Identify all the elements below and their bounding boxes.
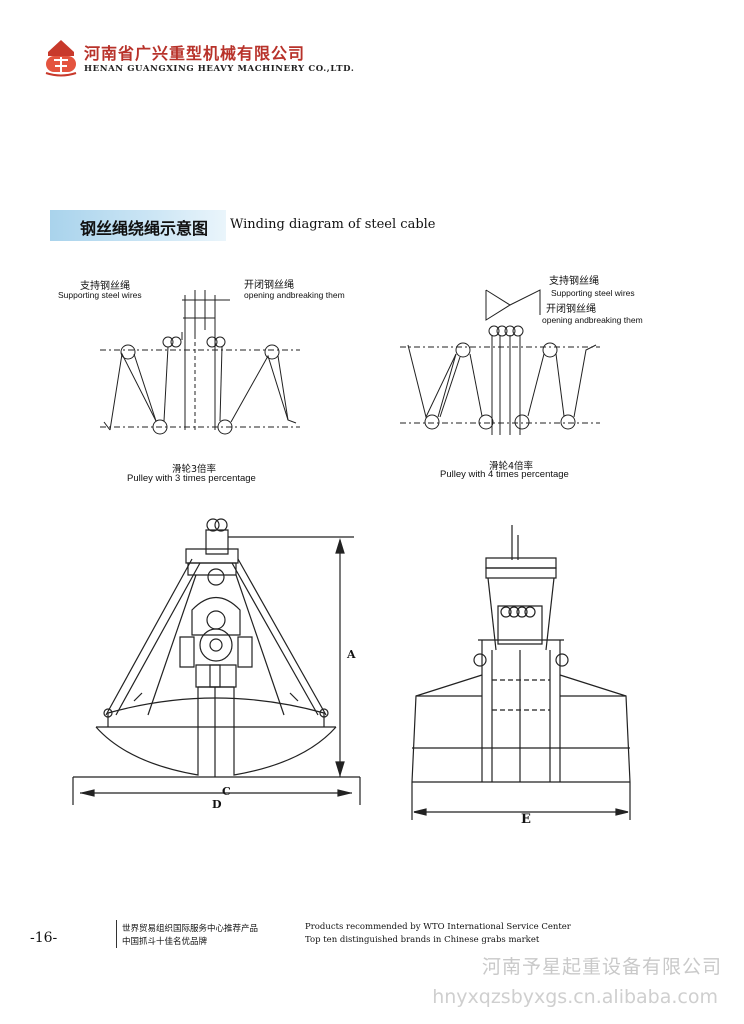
dimension-c-label: C bbox=[222, 785, 231, 798]
right-caption-en: Pulley with 4 times percentage bbox=[440, 469, 569, 480]
watermark-company: 河南予星起重设备有限公司 bbox=[481, 956, 722, 978]
section-title-bar bbox=[50, 210, 226, 241]
right-caption-cn: 滑轮4倍率 bbox=[489, 461, 534, 472]
dimension-d-label: D bbox=[212, 798, 222, 811]
footer-divider bbox=[116, 920, 117, 948]
left-label-supporting-cn: 支持钢丝绳 bbox=[80, 281, 130, 292]
footer-line2-cn: 中国抓斗十佳名优品牌 bbox=[122, 937, 208, 947]
footer-line2-en: Top ten distinguished brands in Chinese … bbox=[305, 935, 540, 945]
right-label-supporting-cn: 支持钢丝绳 bbox=[549, 276, 599, 287]
company-name-cn: 河南省广兴重型机械有限公司 bbox=[84, 44, 306, 63]
company-name-en: HENAN GUANGXING HEAVY MACHINERY CO.,LTD. bbox=[84, 64, 355, 74]
right-label-opening-cn: 开闭钢丝绳 bbox=[546, 304, 596, 315]
left-label-supporting-en: Supporting steel wires bbox=[58, 290, 142, 300]
dimension-a-label: A bbox=[347, 648, 356, 661]
right-label-opening-en: opening andbreaking them bbox=[542, 315, 643, 325]
watermark-url: hnyxqzsbyxgs.cn.alibaba.com bbox=[432, 986, 718, 1008]
dimension-e-label: E bbox=[521, 812, 531, 827]
left-caption-cn: 滑轮3倍率 bbox=[172, 464, 217, 475]
winding-diagram-4x bbox=[400, 285, 610, 445]
left-label-opening-en: opening andbreaking them bbox=[244, 290, 345, 300]
section-title-cn: 钢丝绳绕绳示意图 bbox=[80, 219, 209, 238]
right-label-supporting-en: Supporting steel wires bbox=[551, 288, 635, 298]
left-label-opening-cn: 开闭钢丝绳 bbox=[244, 280, 294, 291]
page-number: -16- bbox=[30, 930, 58, 946]
company-logo-icon bbox=[42, 40, 80, 78]
grab-front-view-drawing bbox=[68, 515, 368, 815]
winding-diagram-3x bbox=[100, 290, 310, 440]
footer-line1-en: Products recommended by WTO Internationa… bbox=[305, 922, 571, 932]
section-title-en: Winding diagram of steel cable bbox=[230, 217, 436, 232]
footer-line1-cn: 世界贸易组织国际服务中心推荐产品 bbox=[122, 924, 259, 934]
left-caption-en: Pulley with 3 times percentage bbox=[127, 473, 256, 484]
grab-side-view-drawing bbox=[408, 520, 633, 820]
